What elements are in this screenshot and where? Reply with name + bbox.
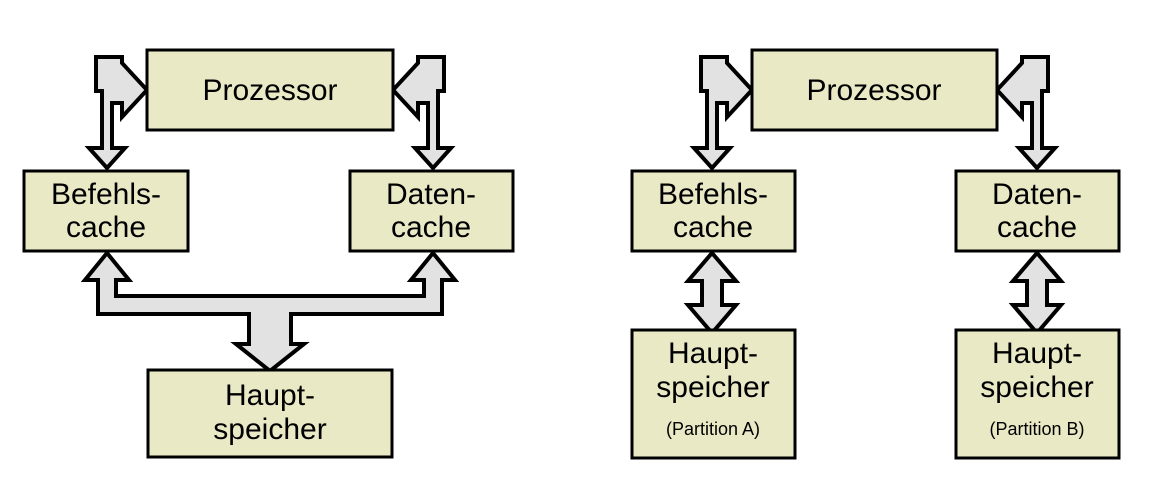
node-instruction-cache-right: Befehls- cache bbox=[630, 169, 797, 253]
node-processor-right-box bbox=[750, 48, 999, 132]
arrow-instruction-cache-processor-left-2 bbox=[689, 55, 755, 171]
node-main-memory-partition-b-label-line2: speicher bbox=[980, 371, 1093, 404]
node-processor-right-label: Prozessor bbox=[806, 74, 941, 107]
node-main-memory-left: Haupt- speicher bbox=[146, 368, 394, 459]
arrow-data-cache-processor-right bbox=[390, 55, 456, 171]
diagram-partitioned-memory: Prozessor Befehls- cache Daten- cache Ha… bbox=[630, 48, 1121, 460]
node-instruction-cache-left-label-line1: Befehls- bbox=[51, 178, 161, 211]
node-instruction-cache-left-label-line2: cache bbox=[66, 211, 146, 244]
node-data-cache-right-box bbox=[954, 169, 1121, 253]
node-processor-left-box bbox=[145, 48, 395, 132]
arrow-instruction-cache-memory-a bbox=[683, 249, 741, 337]
arrow-memory-to-caches-branch bbox=[80, 249, 460, 374]
node-processor-right: Prozessor bbox=[750, 48, 999, 132]
node-data-cache-left-box bbox=[348, 169, 515, 253]
arrow-data-cache-memory-b bbox=[1008, 249, 1066, 337]
node-data-cache-left-label-line2: cache bbox=[391, 211, 471, 244]
node-main-memory-partition-a-label-line1: Haupt- bbox=[668, 337, 758, 370]
node-data-cache-left-label-line1: Daten- bbox=[386, 178, 476, 211]
node-processor-left: Prozessor bbox=[145, 48, 395, 132]
node-main-memory-left-box bbox=[146, 368, 394, 459]
node-instruction-cache-right-box bbox=[630, 169, 797, 253]
node-instruction-cache-left-box bbox=[22, 169, 190, 253]
node-data-cache-right: Daten- cache bbox=[954, 169, 1121, 253]
arrow-instruction-cache-processor-left bbox=[84, 55, 150, 171]
node-main-memory-partition-b-box bbox=[954, 328, 1121, 460]
node-main-memory-partition-b-sublabel: (Partition B) bbox=[989, 419, 1084, 439]
diagram-unified-memory: Prozessor Befehls- cache Daten- cache Ha… bbox=[22, 48, 515, 459]
node-data-cache-right-label-line2: cache bbox=[997, 211, 1077, 244]
node-main-memory-partition-a-box bbox=[630, 328, 797, 460]
node-instruction-cache-right-label-line2: cache bbox=[673, 211, 753, 244]
node-main-memory-partition-a-sublabel: (Partition A) bbox=[666, 419, 760, 439]
node-data-cache-right-label-line1: Daten- bbox=[992, 178, 1082, 211]
node-main-memory-partition-a-label-line2: speicher bbox=[656, 371, 769, 404]
node-main-memory-partition-b-label-line1: Haupt- bbox=[992, 337, 1082, 370]
node-main-memory-partition-a: Haupt- speicher (Partition A) bbox=[630, 328, 797, 460]
node-main-memory-partition-b: Haupt- speicher (Partition B) bbox=[954, 328, 1121, 460]
node-main-memory-left-label-line1: Haupt- bbox=[225, 379, 315, 412]
node-data-cache-left: Daten- cache bbox=[348, 169, 515, 253]
node-processor-left-label: Prozessor bbox=[202, 74, 337, 107]
node-main-memory-left-label-line2: speicher bbox=[213, 413, 326, 446]
node-instruction-cache-left: Befehls- cache bbox=[22, 169, 190, 253]
arrow-data-cache-processor-right-2 bbox=[994, 55, 1060, 171]
node-instruction-cache-right-label-line1: Befehls- bbox=[658, 178, 768, 211]
